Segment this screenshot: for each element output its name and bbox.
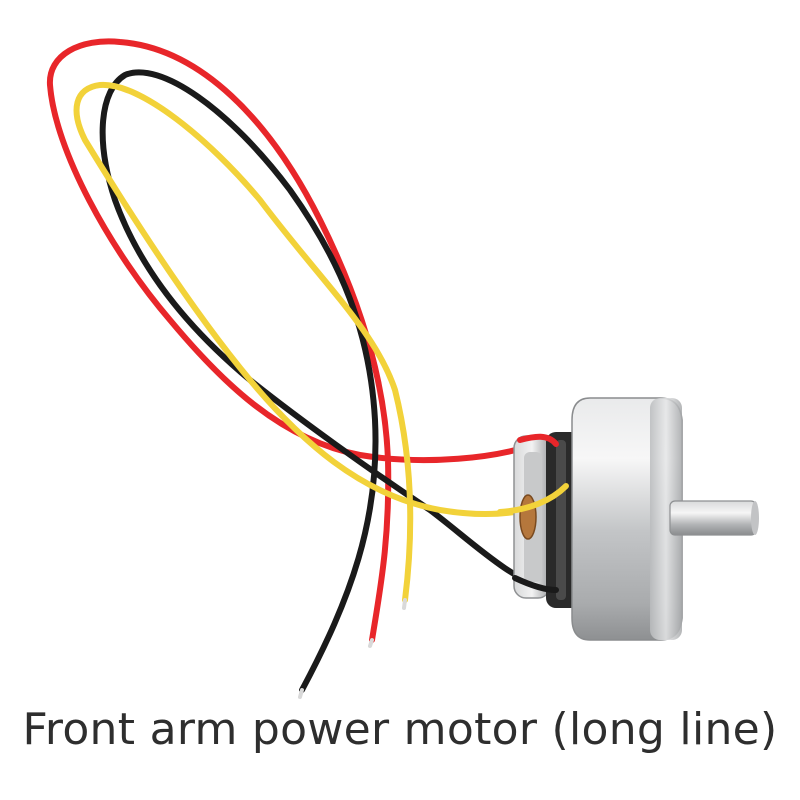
wire-black-tip <box>298 688 304 699</box>
motor-shaft-end <box>751 501 759 535</box>
wire-stubs <box>497 433 569 593</box>
wire-group <box>46 38 563 699</box>
motor-can-face <box>650 398 682 640</box>
motor-bearing <box>519 494 537 540</box>
motor-shaft <box>669 500 757 536</box>
wire-yellow-tip <box>402 598 407 610</box>
wire-red-tip <box>368 638 374 648</box>
wire-black <box>99 69 553 693</box>
brushless-motor <box>513 397 759 641</box>
wire-red-stub <box>517 433 559 447</box>
wire-yellow-stub <box>497 483 569 515</box>
wire-black-stub <box>512 575 559 593</box>
wire-yellow <box>73 81 563 603</box>
motor-stator-highlight <box>556 440 566 600</box>
product-caption: Front arm power motor (long line) <box>22 704 778 755</box>
wire-red <box>46 38 548 643</box>
